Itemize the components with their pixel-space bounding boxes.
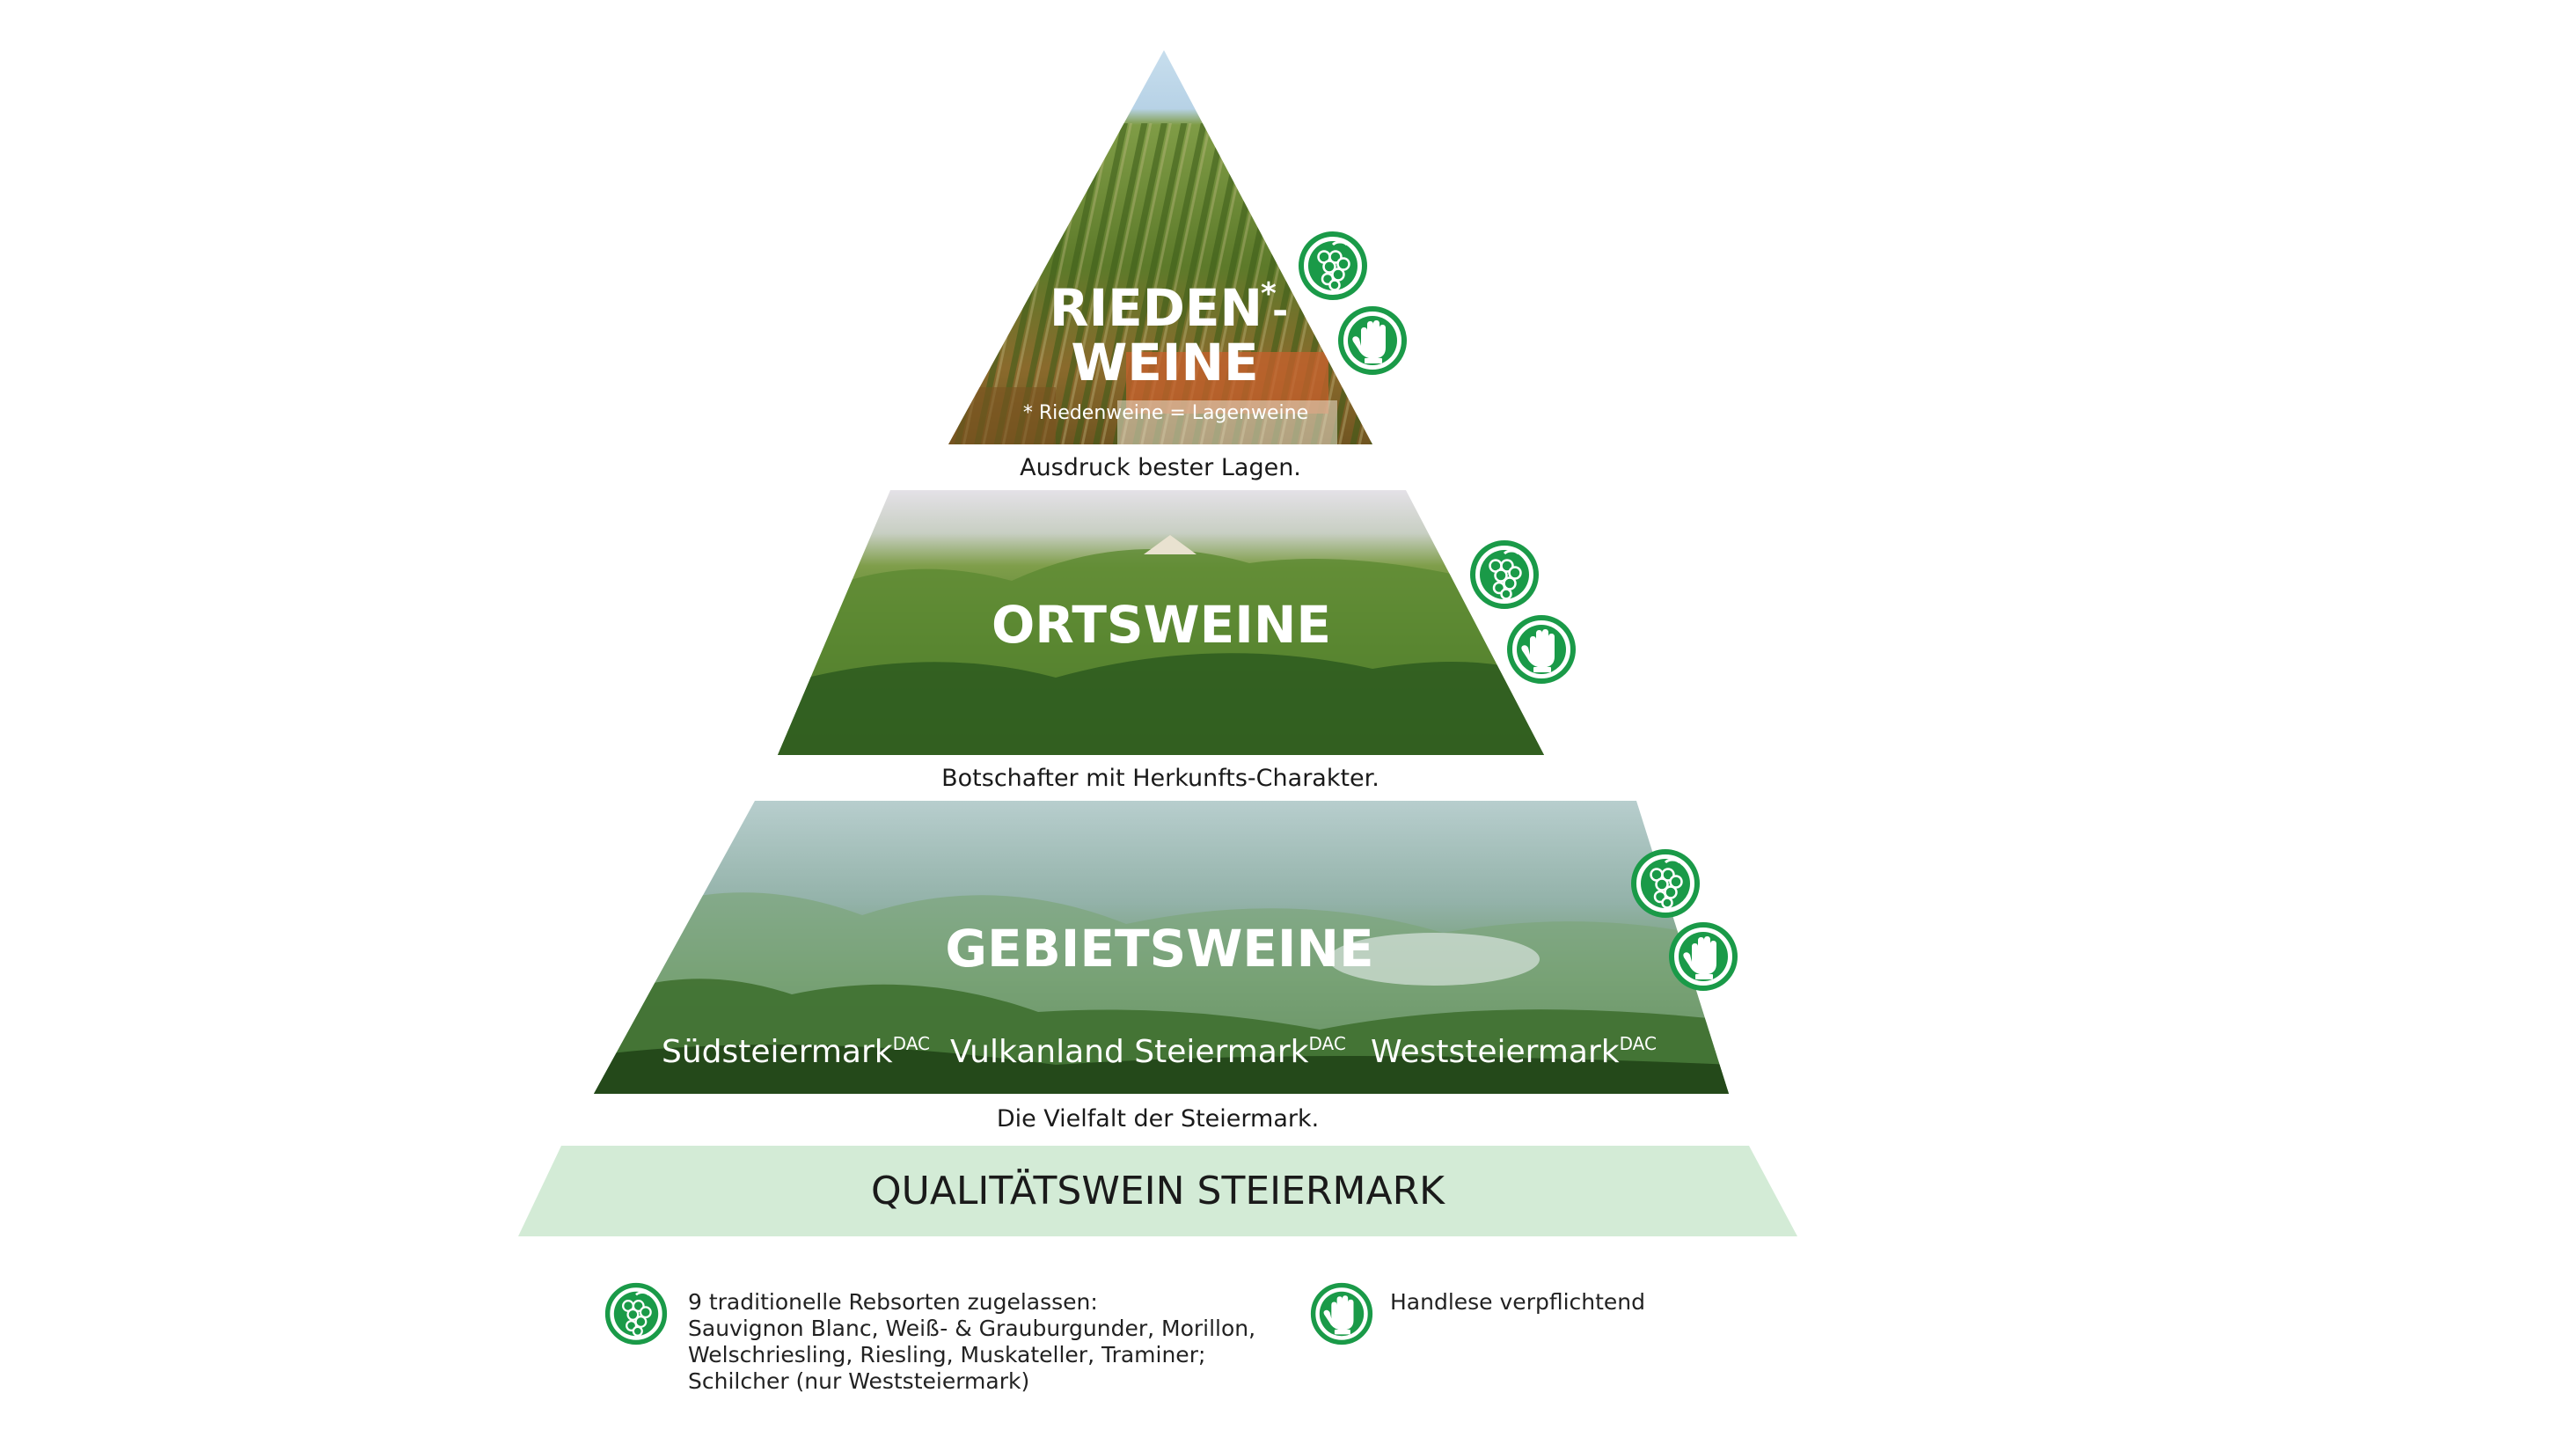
tier-title-ortsweine: ORTSWEINE bbox=[992, 595, 1331, 655]
tier-ortsweine: ORTSWEINE bbox=[778, 490, 1544, 755]
tier-title-hyphen: - bbox=[1272, 289, 1288, 334]
region-label-weststeiermark: WeststeiermarkDAC bbox=[1371, 1033, 1657, 1070]
legend-grapes-line: Schilcher (nur Weststeiermark) bbox=[688, 1368, 1030, 1394]
tier-footnote-riedenweine: * Riedenweine = Lagenweine bbox=[1023, 402, 1308, 424]
tier-title-riedenweine-line2: WEINE bbox=[1071, 333, 1258, 392]
tier-caption-ortsweine: Botschafter mit Herkunfts-Charakter. bbox=[941, 765, 1379, 792]
hand-icon bbox=[1341, 309, 1404, 372]
legend-grapes-line: Welschriesling, Riesling, Muskateller, T… bbox=[688, 1342, 1206, 1367]
grapes-icon bbox=[1473, 543, 1536, 606]
tier-caption-gebietsweine: Die Vielfalt der Steiermark. bbox=[997, 1105, 1319, 1133]
hand-icon bbox=[1672, 925, 1735, 988]
tier-caption-riedenweine: Ausdruck bester Lagen. bbox=[1020, 454, 1301, 481]
legend-grapes-text: 9 traditionelle Rebsorten zugelassen: Sa… bbox=[688, 1289, 1255, 1395]
grapes-icon bbox=[1634, 852, 1697, 915]
region-label-vulkanland: Vulkanland SteiermarkDAC bbox=[950, 1033, 1346, 1070]
grapes-icon bbox=[1301, 234, 1365, 297]
tier-title-gebietsweine: GEBIETSWEINE bbox=[945, 919, 1373, 979]
tier-title-riedenweine-line1: RIEDEN bbox=[1050, 278, 1262, 338]
hand-icon bbox=[1510, 618, 1573, 681]
tier-title-qualitaetswein: QUALITÄTSWEIN STEIERMARK bbox=[871, 1168, 1445, 1213]
tier-gebietsweine: GEBIETSWEINE SüdsteiermarkDAC Vulkanland… bbox=[594, 801, 1729, 1094]
tier-title-asterisk: * bbox=[1261, 276, 1277, 312]
region-label-suedsteiermark: SüdsteiermarkDAC bbox=[662, 1033, 930, 1070]
legend-grapes-line: 9 traditionelle Rebsorten zugelassen: bbox=[688, 1289, 1098, 1315]
legend-hand-text: Handlese verpflichtend bbox=[1390, 1289, 1646, 1315]
grapes-icon bbox=[608, 1286, 665, 1343]
tier-qualitaetswein: QUALITÄTSWEIN STEIERMARK bbox=[518, 1146, 1797, 1236]
legend-hand: Handlese verpflichtend bbox=[1390, 1289, 1645, 1316]
legend-grapes: 9 traditionelle Rebsorten zugelassen: Sa… bbox=[688, 1289, 1255, 1395]
hand-icon bbox=[1314, 1286, 1371, 1343]
legend-grapes-line: Sauvignon Blanc, Weiß- & Grauburgunder, … bbox=[688, 1316, 1256, 1341]
